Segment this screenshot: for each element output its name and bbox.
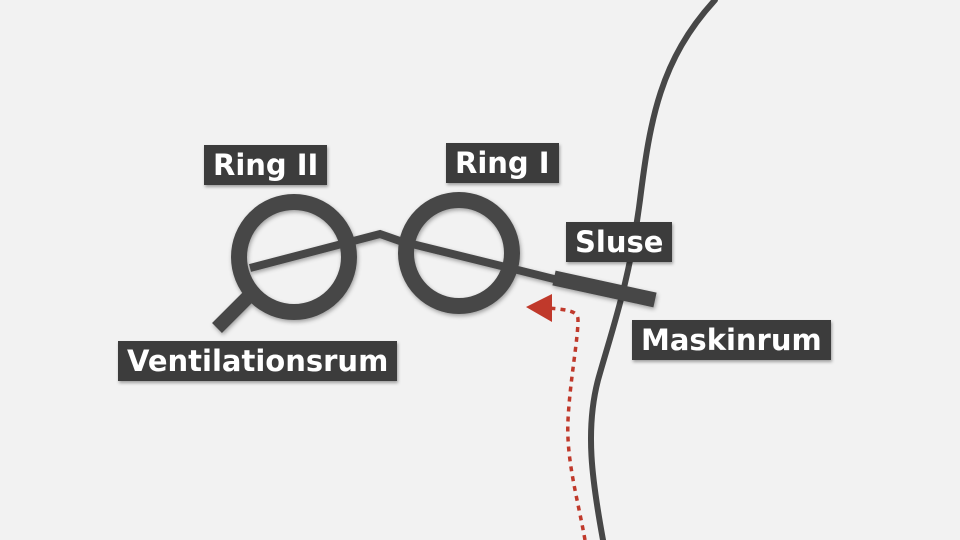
route-arrow-path [547, 306, 587, 540]
label-ring-2: Ring II [204, 145, 328, 185]
label-sluse: Sluse [566, 222, 673, 262]
ventilation-shaft [212, 292, 253, 333]
boundary-line [587, 0, 718, 540]
ring-1 [398, 192, 520, 314]
ring-2 [231, 194, 357, 320]
sluse-bar [552, 270, 657, 308]
label-ventilationsrum: Ventilationsrum [118, 341, 398, 381]
route-arrowhead [526, 294, 552, 322]
label-maskinrum: Maskinrum [632, 320, 831, 360]
label-ring-1: Ring I [446, 143, 559, 183]
tunnel-line [248, 229, 559, 284]
